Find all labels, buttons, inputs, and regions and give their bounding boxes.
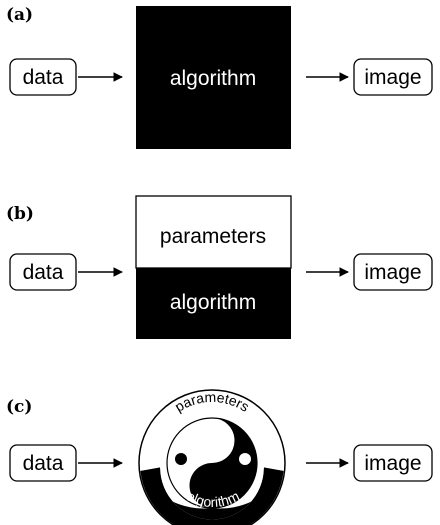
- panel-b-parameters-box: [135, 195, 292, 269]
- panel-c: (c) data parameters algorithm image: [6, 389, 433, 525]
- panel-b-label: (b): [6, 204, 34, 224]
- panel-b-image-box: [353, 253, 433, 291]
- panel-b-parameters-label: parameters: [160, 225, 266, 248]
- panel-b-algorithm-label: algorithm: [170, 291, 256, 314]
- panel-c-image-label: image: [364, 452, 421, 475]
- yin-yang-algorithm-label: algorithm: [184, 488, 242, 510]
- panel-c-data-label: data: [23, 452, 64, 475]
- panel-a-data-label: data: [23, 66, 64, 89]
- panel-b-algorithm-box: [136, 268, 291, 339]
- panel-b-data-box: [9, 253, 77, 291]
- yin-yang-outer-ring: [138, 389, 286, 525]
- panel-a-algorithm-label: algorithm: [170, 67, 256, 90]
- yin-yang-bottom-ring: [140, 467, 284, 525]
- panel-a-image-box: [353, 58, 433, 96]
- panel-a-algorithm-box: [136, 6, 291, 149]
- panel-a-label: (a): [6, 5, 33, 25]
- panel-a-image-label: image: [364, 66, 421, 89]
- yin-yang-light-dot: [239, 453, 251, 465]
- panel-c-data-box: [9, 444, 77, 482]
- yin-yang-inner-circle: [166, 417, 258, 509]
- panel-b-data-label: data: [23, 261, 64, 284]
- panel-a-data-box: [9, 58, 77, 96]
- yin-yang-icon: parameters algorithm: [138, 389, 286, 525]
- panel-b: (b) data parameters algorithm image: [6, 195, 433, 339]
- yin-yang-dark-dot: [175, 453, 187, 465]
- yin-yang-dark-half: [189, 418, 257, 508]
- panel-b-image-label: image: [364, 261, 421, 284]
- panel-a: (a) data algorithm image: [6, 5, 433, 149]
- panel-c-image-box: [353, 444, 433, 482]
- panel-c-label: (c): [6, 397, 32, 417]
